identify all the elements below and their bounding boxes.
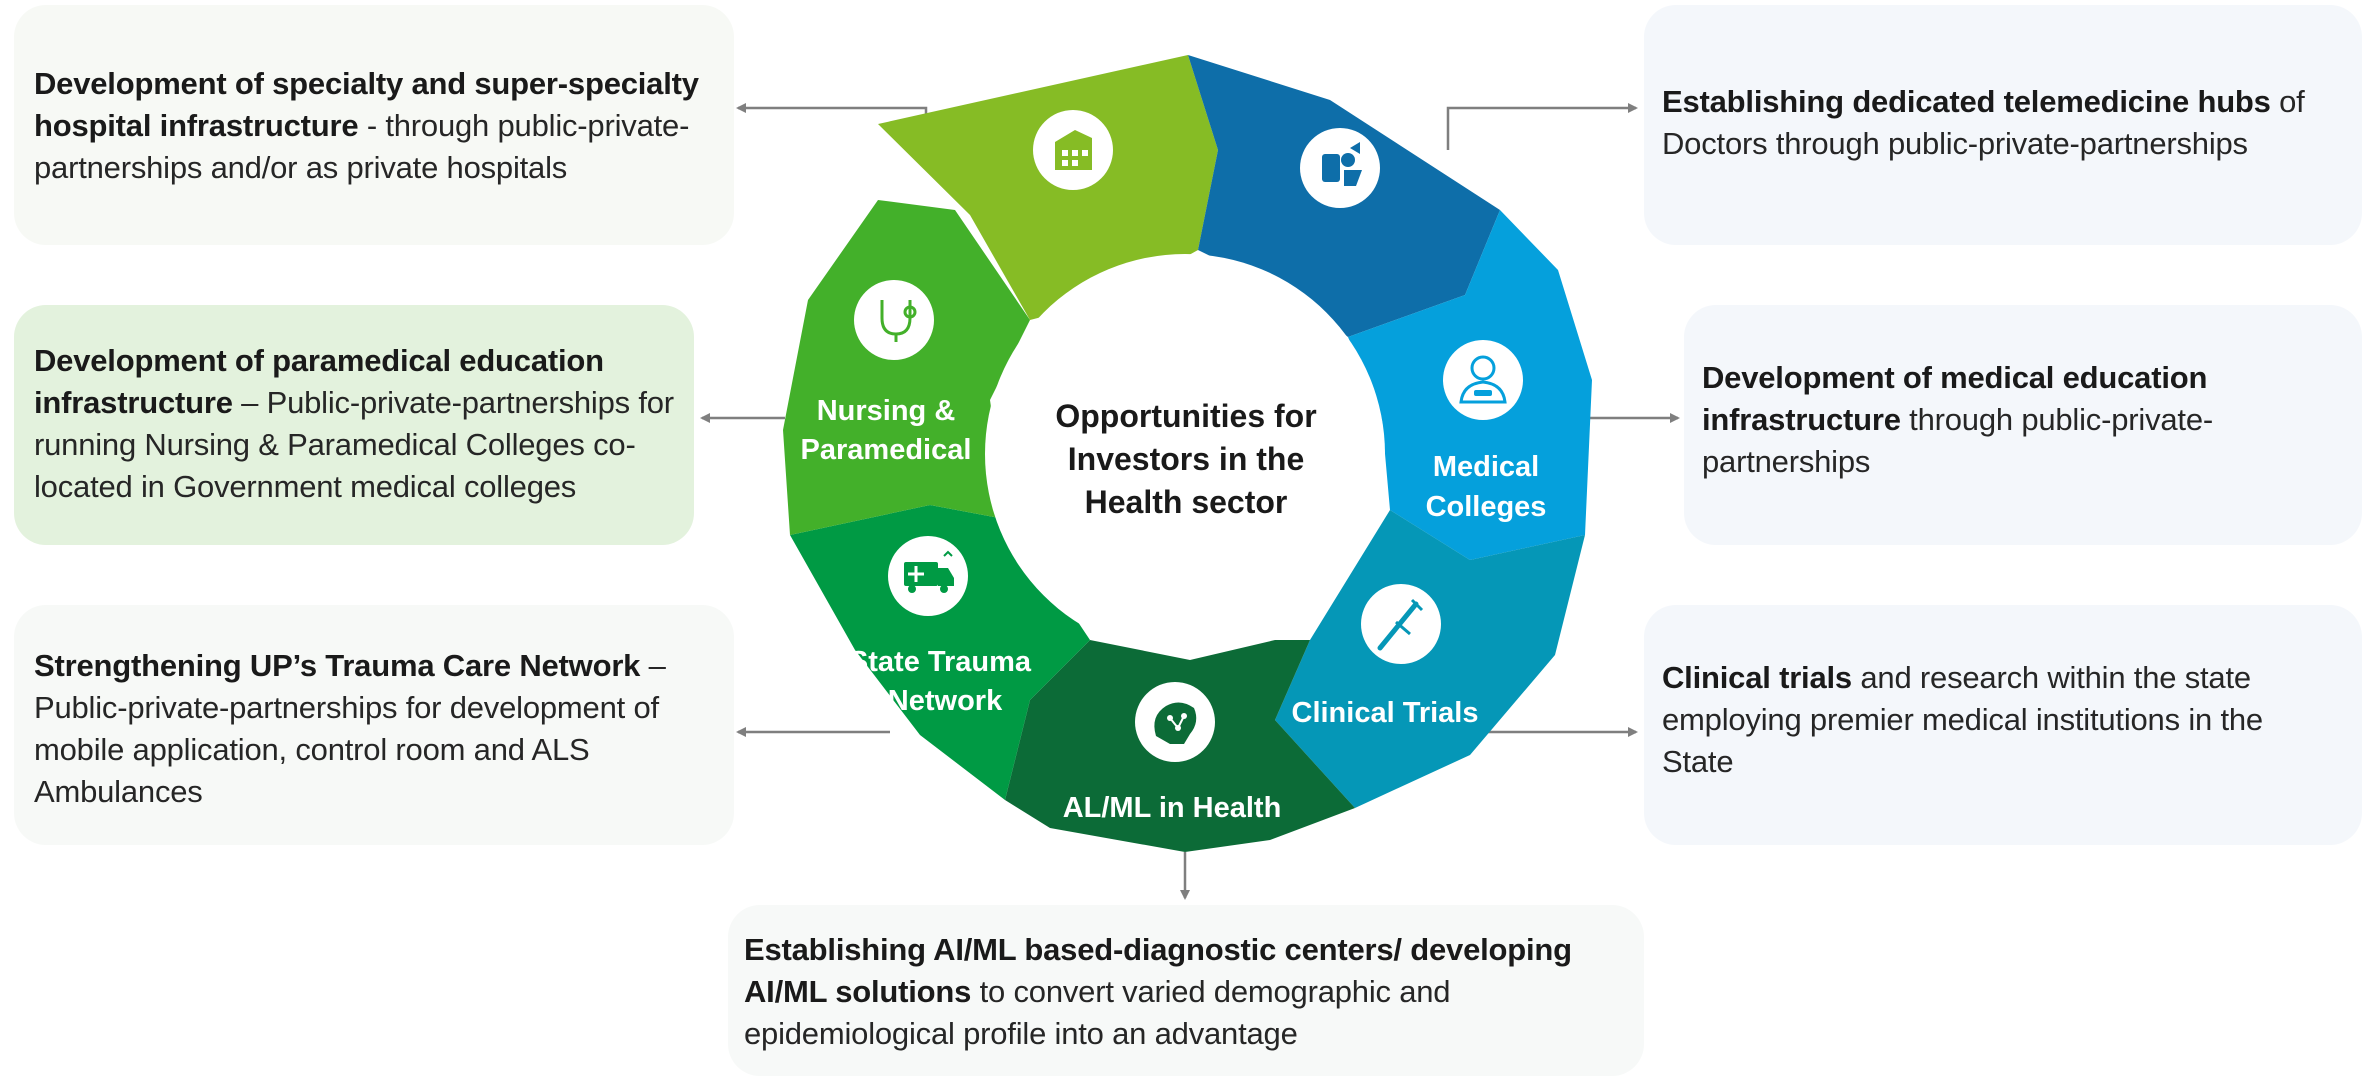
box-text: and research within the state employing … bbox=[1662, 660, 2263, 779]
box-heading: Strengthening UP’s Trauma Care Network bbox=[34, 648, 641, 683]
aiml-box: Establishing AI/ML based-diagnostic cent… bbox=[728, 905, 1644, 1076]
connector-arrows bbox=[700, 103, 1680, 900]
segment-label-aiml: AL/ML in Health bbox=[1063, 792, 1282, 824]
center-title-line1: Opportunities for bbox=[1055, 398, 1316, 434]
clinical-trials-box: Clinical trials and research within the … bbox=[1644, 605, 2362, 845]
hospital-building-icon bbox=[1033, 110, 1113, 190]
syringe-icon bbox=[1361, 584, 1441, 664]
center-circle bbox=[985, 254, 1385, 654]
box-text: through public-private-partnerships bbox=[1702, 402, 2214, 479]
box-text: - through public-private-partnerships an… bbox=[34, 108, 690, 185]
segment-clinical bbox=[1275, 510, 1585, 808]
doctor-icon bbox=[1443, 340, 1523, 420]
box-text: to convert varied demographic and epidem… bbox=[744, 974, 1451, 1051]
box-text: – Public-private-partnerships for runnin… bbox=[34, 385, 674, 504]
box-heading: Development of paramedical education inf… bbox=[34, 343, 604, 420]
hospital-infrastructure-box: Development of specialty and super-speci… bbox=[14, 5, 734, 245]
box-heading: Establishing dedicated telemedicine hubs bbox=[1662, 84, 2271, 119]
stethoscope-icon bbox=[854, 280, 934, 360]
segment-label-trauma-1: State Trauma bbox=[849, 646, 1032, 678]
center-title-line3: Health sector bbox=[1085, 484, 1288, 520]
segment-label-clinical: Clinical Trials bbox=[1292, 697, 1479, 729]
box-heading: Development of medical education infrast… bbox=[1702, 360, 2208, 437]
brain-circuit-icon bbox=[1135, 682, 1215, 762]
telemedicine-doctor-icon bbox=[1300, 128, 1380, 208]
segment-label-medical-1: Medical bbox=[1433, 451, 1539, 483]
arrow-telemedicine bbox=[1446, 103, 1638, 150]
segment-label-medical-2: Colleges bbox=[1426, 491, 1547, 523]
box-text: of Doctors through public-private-partne… bbox=[1662, 84, 2305, 161]
box-heading: Clinical trials bbox=[1662, 660, 1852, 695]
telemedicine-box: Establishing dedicated telemedicine hubs… bbox=[1644, 5, 2362, 245]
ambulance-icon bbox=[888, 536, 968, 616]
segment-hospital bbox=[878, 55, 1218, 320]
box-text: – Public-private-partnerships for develo… bbox=[34, 648, 666, 809]
trauma-network-box: Strengthening UP’s Trauma Care Network –… bbox=[14, 605, 734, 845]
box-heading: Establishing AI/ML based-diagnostic cent… bbox=[744, 932, 1572, 1009]
box-heading: Development of specialty and super-speci… bbox=[34, 66, 699, 143]
center-title-line2: Investors in the bbox=[1068, 441, 1305, 477]
segment-label-nursing-2: Paramedical bbox=[801, 434, 972, 466]
segment-label-nursing-1: Nursing & bbox=[817, 395, 956, 427]
segment-label-trauma-2: Network bbox=[888, 685, 1003, 717]
segment-trauma bbox=[790, 505, 1090, 800]
medical-education-box: Development of medical education infrast… bbox=[1684, 305, 2362, 545]
segment-nursing bbox=[783, 200, 1030, 535]
paramedical-education-box: Development of paramedical education inf… bbox=[14, 305, 694, 545]
